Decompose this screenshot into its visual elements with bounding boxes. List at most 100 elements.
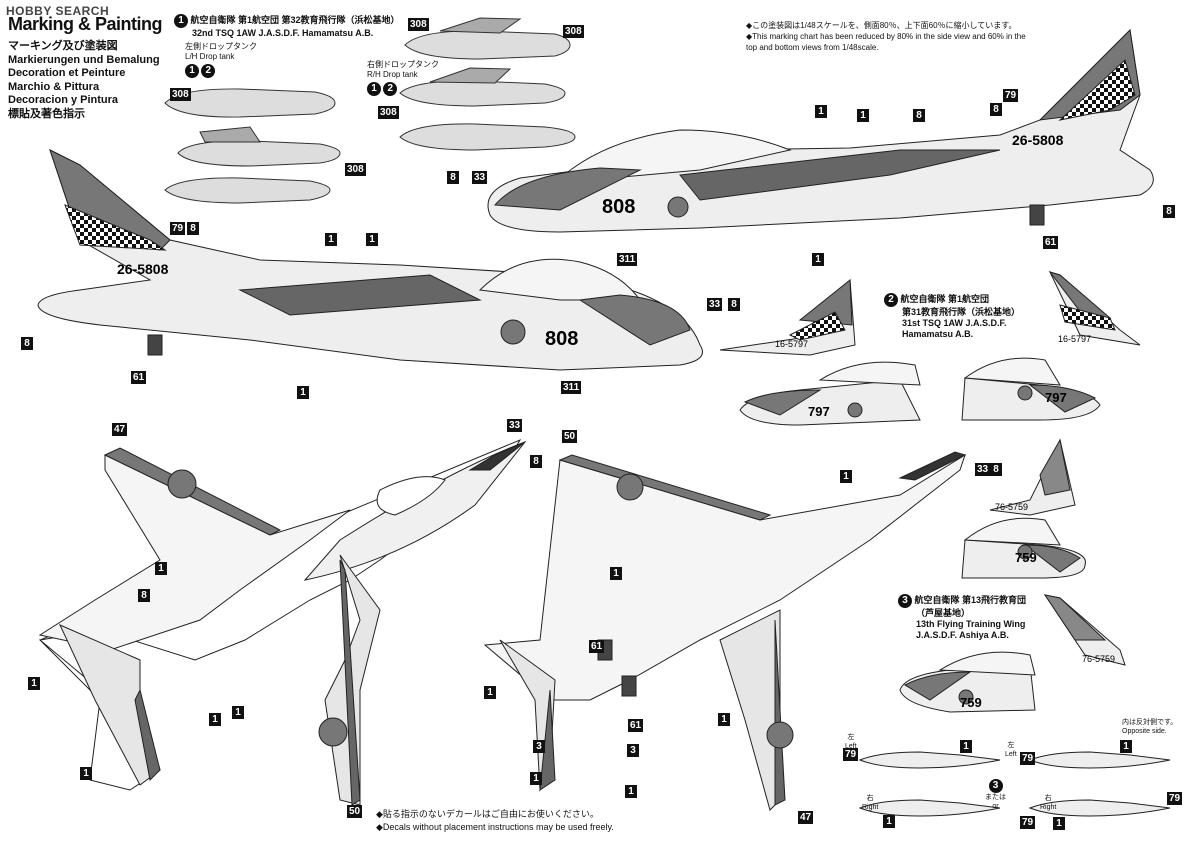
callout-1: 1 (366, 233, 378, 246)
rh-drop-tank-3 (399, 123, 576, 151)
callout-1: 1 (840, 470, 852, 483)
lh-tank-jp: 左側ドロップタンク (185, 42, 257, 51)
scale-note: ◆この塗装図は1/48スケールを、側面80％、上下面60％に縮小しています。 ◆… (746, 20, 1026, 53)
scheme-3-jp2: （芦屋基地） (916, 608, 971, 618)
scale-note-jp: ◆この塗装図は1/48スケールを、側面80％、上下面60％に縮小しています。 (746, 21, 1017, 30)
callout-308: 308 (170, 88, 191, 101)
callout-1: 1 (857, 109, 869, 122)
nose-number-759-upper: 759 (1015, 550, 1037, 565)
scheme-3-caption: 3 航空自衛隊 第13飛行教育団 （芦屋基地） 13th Flying Trai… (898, 594, 1026, 641)
tail-number-2-right: 16-5797 (775, 339, 808, 349)
scheme-2-nose-left (961, 357, 1101, 421)
scheme-2-en2: Hamamatsu A.B. (902, 329, 974, 339)
lh-tank-caption: 左側ドロップタンク L/H Drop tank 1 2 (185, 42, 257, 78)
callout-1: 1 (812, 253, 824, 266)
callout-8: 8 (187, 222, 199, 235)
language-jp: マーキング及び塗装図 (8, 40, 118, 52)
right-label-2: 右 Right (1040, 794, 1056, 812)
callout-1: 1 (28, 677, 40, 690)
right-en: Right (862, 804, 879, 811)
callout-1: 1 (325, 233, 337, 246)
nose-number-797-right: 797 (808, 404, 830, 419)
callout-308: 308 (563, 25, 584, 38)
scheme-3-tail-lower (1043, 594, 1126, 666)
scheme-badge: 2 (201, 64, 216, 78)
callout-1: 1 (1120, 740, 1132, 753)
or-en: or (992, 803, 999, 810)
callout-311: 311 (617, 253, 638, 266)
scheme-badge: 1 (367, 82, 381, 96)
scheme-3-badge: 3 (898, 594, 912, 608)
rh-tank-jp: 右側ドロップタンク (367, 60, 439, 69)
scheme-badge: 1 (185, 64, 199, 78)
brand-logo: HOBBY SEARCH (6, 4, 110, 18)
callout-1: 1 (80, 767, 92, 780)
nose-number-759-lower: 759 (960, 695, 982, 710)
callout-1: 1 (815, 105, 827, 118)
scheme-3-tail-upper (989, 438, 1076, 516)
lh-drop-tank-2 (177, 126, 341, 167)
callout-1: 1 (232, 706, 244, 719)
callout-1: 1 (1053, 817, 1065, 830)
or-jp: または (985, 794, 1006, 801)
callout-33: 33 (472, 171, 488, 184)
scheme-3-jp1: 航空自衛隊 第13飛行教育団 (914, 595, 1027, 605)
right-label-1: 右 Right (862, 794, 878, 812)
tail-number-2-left: 16-5797 (1058, 334, 1091, 344)
callout-1: 1 (718, 713, 730, 726)
callout-3: 3 (627, 744, 639, 757)
rh-tank-caption: 右側ドロップタンク R/H Drop tank 1 2 (367, 60, 439, 96)
rh-drop-tank-2 (399, 67, 566, 107)
scheme-2-tail-right (719, 278, 856, 356)
page-title: Marking & Painting (8, 14, 163, 34)
scheme-2-jp2: 第31教育飛行隊（浜松基地） (902, 307, 1021, 317)
opposite-note: 内は反対側です。 Opposite side. (1122, 718, 1177, 736)
nose-number-797-left: 797 (1045, 390, 1067, 405)
callout-50: 50 (347, 805, 363, 818)
callout-308: 308 (378, 106, 399, 119)
lh-tank-en: L/H Drop tank (185, 52, 235, 61)
right-jp: 右 (1044, 795, 1052, 802)
scale-note-en1: ◆This marking chart has been reduced by … (746, 32, 1026, 41)
callout-61: 61 (1043, 236, 1059, 249)
tail-number-right: 26-5808 (1012, 132, 1064, 148)
nose-number-808-right: 808 (602, 196, 635, 218)
scheme-1-en: 32nd TSQ 1AW J.A.S.D.F. Hamamatsu A.B. (192, 28, 374, 38)
callout-308: 308 (345, 163, 366, 176)
callout-61: 61 (628, 719, 644, 732)
left-jp: 左 (847, 734, 855, 741)
lh-drop-tank-1 (164, 88, 336, 118)
callout-33: 33 (507, 419, 523, 432)
callout-1: 1 (883, 815, 895, 828)
scheme-1-badge: 1 (174, 14, 188, 28)
callout-8: 8 (21, 337, 33, 350)
callout-1: 1 (297, 386, 309, 399)
callout-8: 8 (990, 103, 1002, 116)
callout-79: 79 (843, 748, 859, 761)
language-it: Marchio & Pittura (8, 80, 100, 93)
callout-1: 1 (960, 740, 972, 753)
callout-33: 33 (975, 463, 991, 476)
left-label-1: 左 Left (845, 733, 857, 751)
rh-tank-en: R/H Drop tank (367, 70, 418, 79)
scheme-3-en2: J.A.S.D.F. Ashiya A.B. (916, 630, 1009, 640)
left-en: Left (845, 743, 857, 750)
side-view-right (487, 28, 1154, 233)
tail-number-3-lower: 76-5759 (1082, 654, 1115, 664)
scale-note-en2: top and bottom views from 1/48scale. (746, 43, 879, 52)
left-jp: 左 (1007, 742, 1015, 749)
scheme-1-jp: 航空自衛隊 第1航空団 第32教育飛行隊（浜松基地） (190, 15, 400, 25)
callout-61: 61 (131, 371, 147, 384)
lh-drop-tank-3 (164, 177, 331, 204)
callout-50: 50 (562, 430, 578, 443)
callout-79: 79 (1167, 792, 1183, 805)
language-es: Decoracion y Pintura (8, 94, 119, 106)
side-view-left (37, 149, 703, 371)
callout-8: 8 (138, 589, 150, 602)
scheme-3-nose-upper (961, 517, 1086, 579)
callout-47: 47 (112, 423, 128, 436)
callout-311: 311 (561, 381, 582, 394)
language-cn: 標貼及著色指示 (8, 107, 85, 120)
callout-33: 33 (707, 298, 723, 311)
scheme-3-nose-lower (899, 651, 1036, 713)
